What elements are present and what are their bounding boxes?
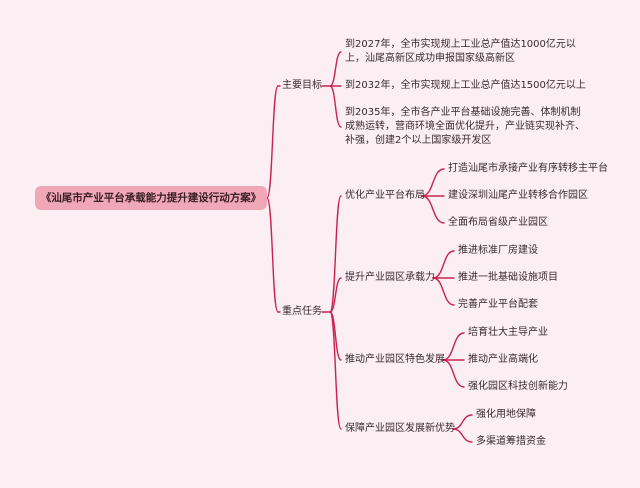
branch-main-goals: 主要目标 (282, 80, 322, 91)
connector-leaf (442, 332, 465, 361)
connector-goal (329, 51, 342, 87)
branch-key-tasks: 重点任务 (282, 306, 322, 317)
task-group: 优化产业平台布局 (345, 190, 425, 201)
task-item: 打造汕尾市承接产业有序转移主平台 (448, 163, 608, 174)
connector-group (329, 195, 342, 313)
connector-group (329, 277, 342, 313)
connector-leaf (432, 277, 455, 306)
connector-group (329, 311, 342, 430)
connector-root-tasks (266, 197, 279, 313)
task-item: 强化园区科技创新能力 (468, 381, 568, 392)
root-node: 《汕尾市产业平台承载能力提升建设行动方案》 (35, 186, 267, 210)
goal-item: 到2032年，全市实现规上工业总产值达1500亿元以上 (345, 80, 586, 91)
goal-item: 到2035年，全市各产业平台基础设施完善、体制机制成熟运转，营商环境全面优化提升… (345, 107, 585, 146)
task-group: 提升产业园区承载力 (345, 272, 435, 283)
task-item: 推进一批基础设施项目 (458, 272, 558, 283)
task-item: 强化用地保障 (476, 409, 536, 420)
connector-root-goals (266, 85, 279, 199)
task-item: 培育壮大主导产业 (468, 327, 548, 338)
task-item: 多渠道筹措资金 (476, 436, 546, 447)
goal-item: 到2027年，全市实现规上工业总产值达1000亿元以上，汕尾高新区成功申报国家级… (345, 39, 576, 64)
connector-leaf (442, 359, 465, 388)
task-item: 推进标准厂房建设 (458, 245, 538, 256)
connector-leaf (421, 195, 445, 224)
connector-leaf (432, 250, 455, 279)
task-group: 保障产业园区发展新优势 (345, 423, 455, 434)
connector-goal (329, 85, 342, 128)
connector-leaf (452, 428, 473, 443)
task-item: 全面布局省级产业园区 (448, 217, 548, 228)
connector-leaf (421, 168, 445, 197)
task-item: 建设深圳汕尾产业转移合作园区 (448, 190, 588, 201)
task-item: 推动产业高端化 (468, 354, 538, 365)
connector-leaf (452, 414, 473, 430)
task-item: 完善产业平台配套 (458, 299, 538, 310)
task-group: 推动产业园区特色发展 (345, 354, 445, 365)
